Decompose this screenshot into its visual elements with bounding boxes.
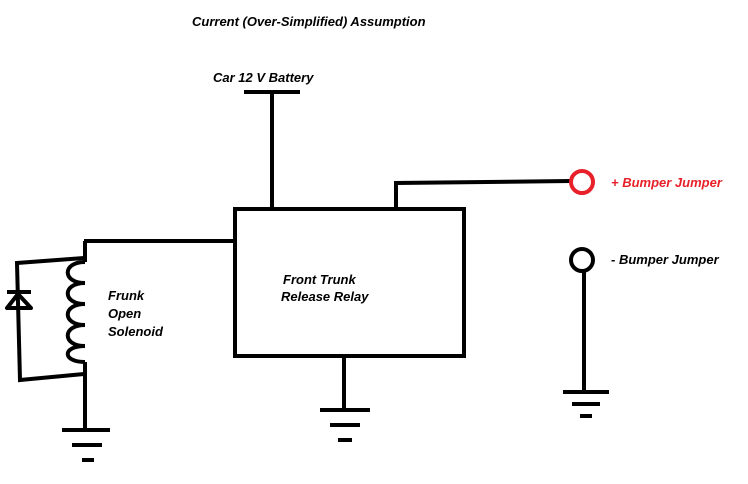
solenoid-ground-icon (62, 428, 110, 462)
positive-terminal-icon (569, 169, 595, 195)
relay-label-line1: Front Trunk (283, 272, 356, 287)
solenoid-label-line1: Frunk (108, 288, 145, 303)
solenoid-label-line3: Solenoid (108, 324, 163, 339)
solenoid-coil-icon (65, 241, 87, 430)
diagram-title: Current (Over-Simplified) Assumption (192, 14, 426, 29)
relay-to-positive-wire (394, 179, 572, 209)
bumper-negative-label: - Bumper Jumper (611, 252, 719, 267)
battery-label: Car 12 V Battery (213, 70, 314, 85)
solenoid-label-line2: Open (108, 306, 142, 321)
flyback-diode-icon (5, 290, 33, 310)
diode-branch-wire (14, 256, 85, 383)
relay-box (233, 207, 466, 358)
relay-ground-icon (320, 408, 370, 442)
negative-terminal-icon (569, 247, 595, 273)
bumper-positive-label: + Bumper Jumper (611, 175, 722, 190)
relay-label-line2: Release Relay (281, 289, 369, 304)
negative-ground-icon (563, 390, 609, 418)
